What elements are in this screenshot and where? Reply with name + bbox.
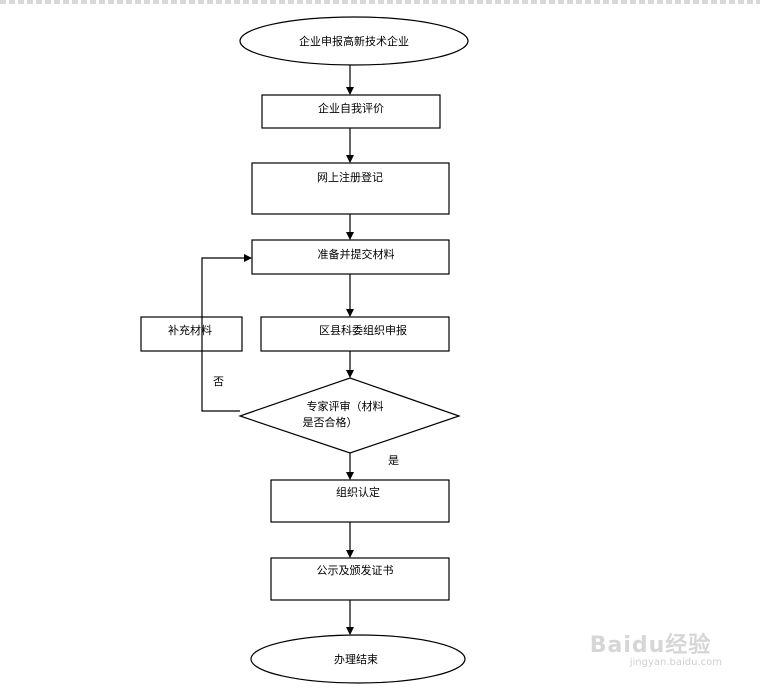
start-label: 企业申报高新技术企业 [299, 34, 409, 48]
end-node: 办理结束 [250, 634, 466, 684]
no-label: 否 [213, 375, 224, 388]
edge-review-no-loop [201, 254, 252, 412]
end-label: 办理结束 [334, 653, 378, 666]
register-label: 网上注册登记 [317, 170, 383, 184]
register-node: 网上注册登记 [251, 162, 450, 215]
prepare-label: 准备并提交材料 [318, 247, 395, 261]
review-label-line2: 是否合格） [303, 415, 358, 429]
self-eval-label: 企业自我评价 [318, 101, 384, 115]
district-label: 区县科委组织申报 [319, 323, 407, 337]
start-node: 企业申报高新技术企业 [239, 16, 469, 66]
supplement-node: 补充材料 [140, 316, 243, 352]
yes-label: 是 [388, 454, 399, 467]
district-node: 区县科委组织申报 [260, 316, 450, 352]
review-node: 专家评审（材料 是否合格） [238, 377, 461, 454]
supplement-label: 补充材料 [168, 323, 212, 337]
publish-node: 公示及颁发证书 [270, 557, 450, 601]
organize-node: 组织认定 [270, 479, 450, 523]
watermark: Baidu经验 jingyan.baidu.com [590, 627, 722, 668]
self-eval-node: 企业自我评价 [261, 94, 441, 129]
organize-label: 组织认定 [336, 485, 380, 499]
prepare-node: 准备并提交材料 [251, 239, 450, 275]
publish-label: 公示及颁发证书 [317, 563, 394, 577]
watermark-brand: Baidu经验 [589, 633, 712, 658]
top-border [0, 0, 760, 4]
watermark-url: jingyan.baidu.com [629, 657, 722, 668]
review-label-line1: 专家评审（材料 [307, 399, 384, 413]
